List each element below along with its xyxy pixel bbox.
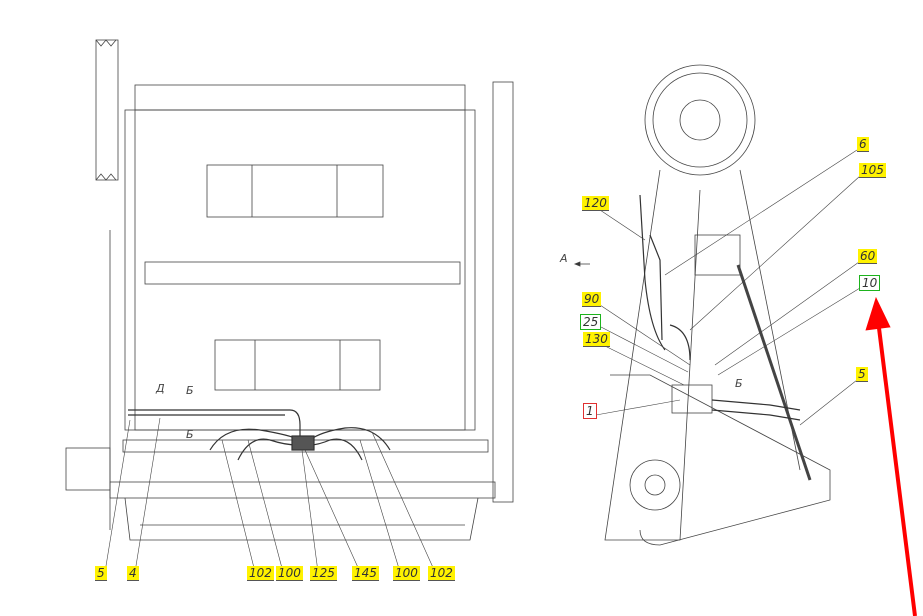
- section-mark-b-top: Б: [186, 384, 194, 397]
- section-mark-b-bottom: Б: [186, 428, 194, 441]
- callout-120: 120: [582, 196, 609, 211]
- red-pointer-arrow-icon: [865, 296, 917, 616]
- section-mark-b-right: Б: [735, 377, 743, 390]
- left-view-hoses: [128, 409, 391, 461]
- callout-60: 60: [858, 249, 878, 264]
- section-mark-d: Д: [156, 382, 165, 395]
- callout-10: 10: [859, 275, 881, 291]
- callout-130: 130: [583, 332, 610, 347]
- left-view-leaders: [104, 417, 436, 573]
- callout-90: 90: [582, 292, 602, 307]
- callout-5-left: 5: [95, 566, 107, 581]
- callout-1: 1: [583, 403, 597, 419]
- callout-105: 105: [859, 163, 886, 178]
- callout-125: 125: [310, 566, 337, 581]
- right-view-leaders: [595, 149, 861, 426]
- callout-145: 145: [352, 566, 379, 581]
- callout-102-left: 102: [247, 566, 274, 581]
- callout-100-right: 100: [393, 566, 420, 581]
- callout-25: 25: [580, 314, 602, 330]
- right-view-hoses: [639, 194, 801, 421]
- view-arrow-a: [573, 261, 590, 267]
- callout-5-right: 5: [856, 367, 868, 382]
- callout-6: 6: [857, 137, 869, 152]
- callout-100-left: 100: [276, 566, 303, 581]
- callout-4: 4: [127, 566, 139, 581]
- left-view-frame: [65, 39, 514, 541]
- view-label-a: А: [560, 252, 568, 265]
- callout-102-right: 102: [428, 566, 455, 581]
